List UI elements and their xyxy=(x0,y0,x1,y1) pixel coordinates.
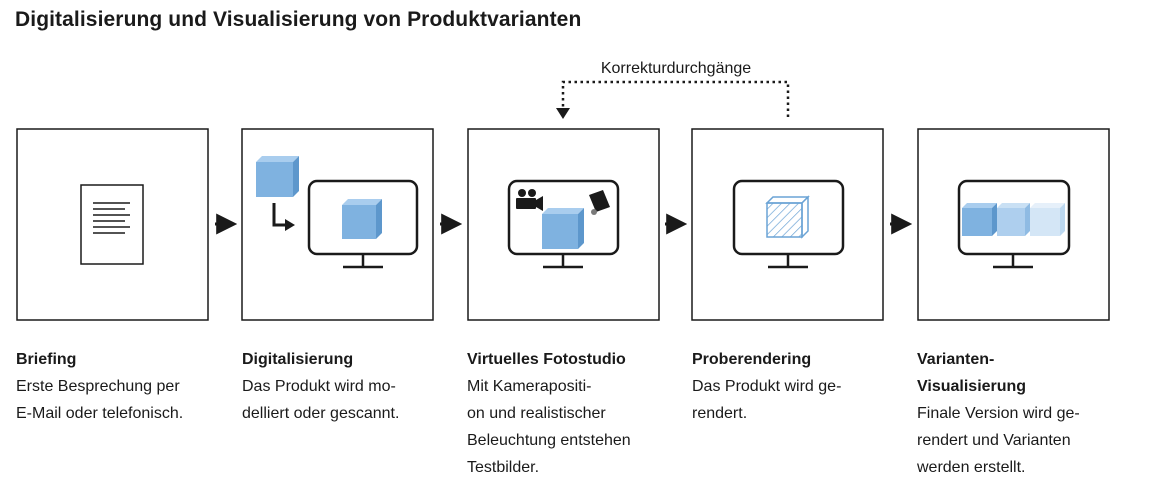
step-desc-line: Testbilder. xyxy=(467,459,540,476)
spotlight-icon xyxy=(589,190,610,215)
step-proberendering: Proberendering Das Produkt wird ge- rend… xyxy=(692,346,902,427)
cube-icon xyxy=(256,156,299,197)
step-title: Visualisierung xyxy=(917,378,1027,395)
correction-loop: Korrekturdurchgänge xyxy=(556,60,790,119)
step-desc-line: E-Mail oder telefonisch. xyxy=(16,405,184,422)
step-desc-line: werden erstellt. xyxy=(917,459,1026,476)
cube-on-screen-icon xyxy=(542,208,584,249)
step-title: Proberendering xyxy=(692,351,812,368)
monitor-variants-icon xyxy=(957,179,1071,269)
camera-icon xyxy=(516,189,543,211)
step-desc-line: rendert. xyxy=(692,405,748,422)
step-desc-line: Finale Version wird ge- xyxy=(917,405,1080,422)
step-fotostudio: Virtuelles Fotostudio Mit Kamerapositi- … xyxy=(467,346,677,481)
step-title: Varianten- xyxy=(917,351,995,368)
variant-cube-1-icon xyxy=(962,203,997,236)
monitor-studio-icon xyxy=(507,179,620,269)
step-desc-line: Erste Besprechung per xyxy=(16,378,180,395)
step-varianten: Varianten- Visualisierung Finale Version… xyxy=(917,346,1127,481)
variant-cube-2-icon xyxy=(997,203,1030,236)
cube-on-screen-icon xyxy=(342,199,382,239)
step-title: Virtuelles Fotostudio xyxy=(467,351,626,368)
variant-cube-3-icon xyxy=(1030,203,1065,236)
monitor-hatched-cube-icon xyxy=(732,179,845,269)
step-desc-line: on und realistischer xyxy=(467,405,606,422)
correction-loop-line xyxy=(561,80,790,117)
step-desc-line: Das Produkt wird ge- xyxy=(692,378,842,395)
transfer-arrow-icon xyxy=(272,203,286,227)
document-icon xyxy=(80,184,144,265)
step-desc-line: Das Produkt wird mo- xyxy=(242,378,396,395)
monitor-with-cube-icon xyxy=(256,156,419,269)
step-title: Briefing xyxy=(16,351,77,368)
step-desc-line: delliert oder gescannt. xyxy=(242,405,400,422)
correction-loop-arrowhead xyxy=(556,108,570,119)
step-desc-line: Beleuchtung entstehen xyxy=(467,432,631,449)
step-digitalisierung: Digitalisierung Das Produkt wird mo- del… xyxy=(242,346,452,427)
correction-loop-label: Korrekturdurchgänge xyxy=(601,60,751,77)
page-title: Digitalisierung und Visualisierung von P… xyxy=(15,8,582,31)
hatched-cube-icon xyxy=(765,195,810,239)
step-briefing: Briefing Erste Besprechung per E-Mail od… xyxy=(16,346,226,427)
step-desc-line: Mit Kamerapositi- xyxy=(467,378,592,395)
step-title: Digitalisierung xyxy=(242,351,354,368)
step-desc-line: rendert und Varianten xyxy=(917,432,1071,449)
